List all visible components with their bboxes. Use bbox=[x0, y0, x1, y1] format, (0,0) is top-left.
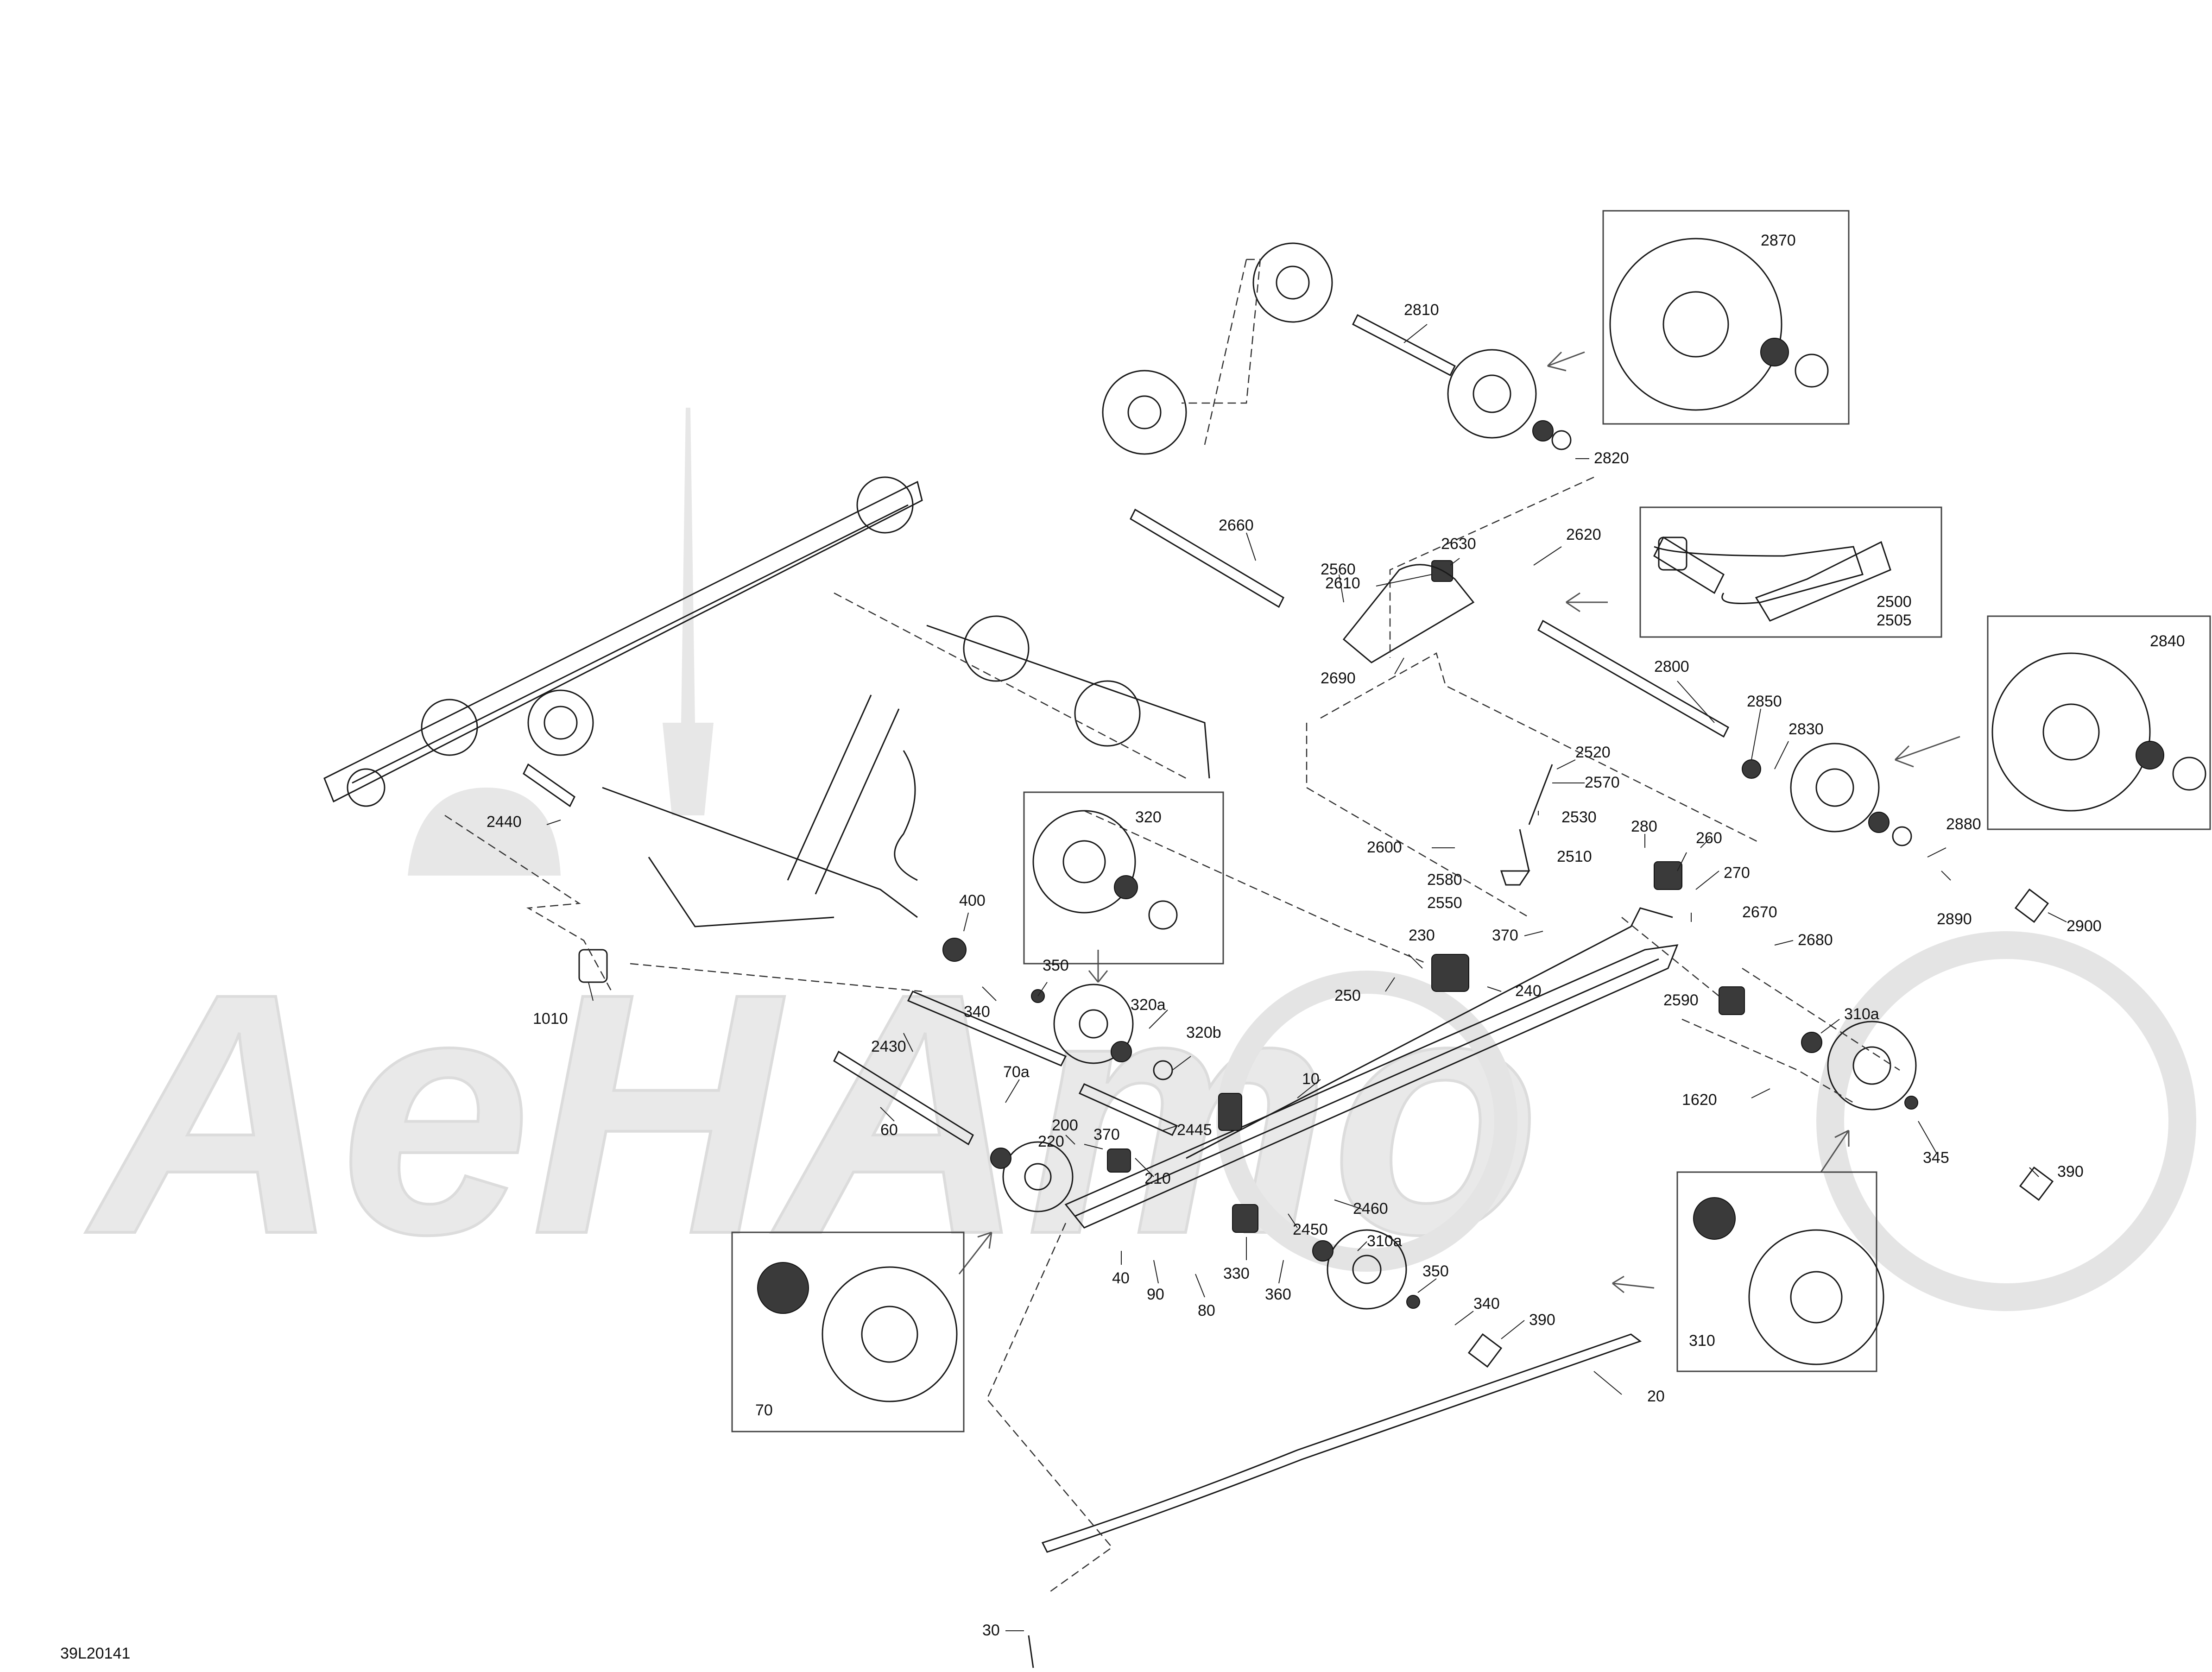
callout-280: 280 bbox=[1631, 818, 1657, 835]
callout-2560: 2560 bbox=[1321, 561, 1356, 578]
detail-box-2840 bbox=[1987, 615, 2211, 830]
assembly-lines bbox=[444, 259, 1900, 1595]
callout-210: 210 bbox=[1144, 1170, 1171, 1187]
callout-40: 40 bbox=[1112, 1269, 1130, 1287]
callout-2840: 2840 bbox=[2150, 632, 2185, 650]
callout-2680: 2680 bbox=[1798, 931, 1833, 949]
callout-2660: 2660 bbox=[1219, 517, 1254, 534]
callout-2620: 2620 bbox=[1566, 526, 1601, 543]
callout-345: 345 bbox=[1923, 1149, 1949, 1167]
callout-2900: 2900 bbox=[2067, 917, 2102, 935]
callout-390-right: 390 bbox=[2057, 1163, 2084, 1180]
callout-250: 250 bbox=[1334, 987, 1361, 1004]
leader-lines bbox=[546, 324, 2067, 1631]
callout-320b: 320b bbox=[1186, 1024, 1221, 1041]
callout-2800: 2800 bbox=[1654, 658, 1689, 675]
callout-350-upper: 350 bbox=[1043, 957, 1069, 974]
rail-frame-assembly bbox=[323, 476, 1210, 983]
wheels bbox=[942, 242, 1918, 1310]
callout-2440: 2440 bbox=[487, 813, 522, 831]
callout-2830: 2830 bbox=[1789, 720, 1824, 738]
callout-20: 20 bbox=[1647, 1388, 1665, 1405]
callout-310: 310 bbox=[1689, 1332, 1715, 1350]
callout-2690: 2690 bbox=[1321, 669, 1356, 687]
watermark: AeHAmo bbox=[81, 408, 2196, 1311]
callout-2530: 2530 bbox=[1561, 808, 1597, 826]
callout-260: 260 bbox=[1696, 829, 1722, 847]
callout-360: 360 bbox=[1265, 1286, 1291, 1303]
callout-1620: 1620 bbox=[1682, 1091, 1717, 1109]
callout-200: 200 bbox=[1052, 1117, 1078, 1134]
callout-2570: 2570 bbox=[1585, 774, 1620, 791]
callout-270: 270 bbox=[1724, 864, 1750, 882]
callout-2520: 2520 bbox=[1575, 744, 1611, 761]
callout-labels: 2870 2810 2820 2660 2630 2620 2560 2610 … bbox=[60, 232, 2185, 1662]
detail-box-310 bbox=[1676, 1171, 1877, 1372]
rail-10 bbox=[1064, 907, 1679, 1229]
callout-340-upper: 340 bbox=[964, 1003, 990, 1021]
watermark-text: AeHAmo bbox=[82, 922, 1541, 1305]
callout-240: 240 bbox=[1515, 982, 1542, 1000]
callout-2870: 2870 bbox=[1761, 232, 1796, 249]
callout-2820: 2820 bbox=[1594, 449, 1629, 467]
callout-1010: 1010 bbox=[533, 1010, 568, 1028]
callout-2630: 2630 bbox=[1441, 535, 1476, 553]
callout-370-lower: 370 bbox=[1093, 1126, 1120, 1143]
callout-2580: 2580 bbox=[1427, 871, 1462, 889]
callout-370-upper: 370 bbox=[1492, 927, 1518, 944]
callout-310a-center: 310a bbox=[1367, 1232, 1402, 1250]
callout-2505: 2505 bbox=[1877, 612, 1912, 629]
callout-2670: 2670 bbox=[1742, 903, 1777, 921]
detail-boxes bbox=[731, 210, 2211, 1432]
callout-90: 90 bbox=[1147, 1286, 1164, 1303]
hardware bbox=[1028, 536, 2054, 1668]
callout-2500: 2500 bbox=[1877, 593, 1912, 611]
callout-2550: 2550 bbox=[1427, 894, 1462, 912]
callout-30: 30 bbox=[982, 1622, 1000, 1639]
callout-320a: 320a bbox=[1131, 996, 1166, 1014]
callout-80: 80 bbox=[1198, 1302, 1215, 1319]
callout-310a-right: 310a bbox=[1844, 1005, 1879, 1023]
callout-2890: 2890 bbox=[1937, 910, 1972, 928]
callout-60: 60 bbox=[880, 1121, 898, 1139]
arrows bbox=[958, 351, 1960, 1293]
callout-2510: 2510 bbox=[1557, 848, 1592, 865]
slide-20 bbox=[1041, 1333, 1642, 1553]
callout-220: 220 bbox=[1038, 1133, 1064, 1150]
detail-box-320 bbox=[1023, 791, 1224, 965]
callout-2880: 2880 bbox=[1946, 815, 1981, 833]
callout-2590: 2590 bbox=[1663, 991, 1699, 1009]
callout-350-lower: 350 bbox=[1422, 1262, 1449, 1280]
detail-box-2870 bbox=[1602, 210, 1850, 425]
callout-2445: 2445 bbox=[1177, 1121, 1212, 1139]
diagram-code: 39L20141 bbox=[60, 1645, 130, 1662]
callout-2600: 2600 bbox=[1367, 839, 1402, 856]
callout-340-lower: 340 bbox=[1473, 1295, 1500, 1312]
callout-10: 10 bbox=[1302, 1070, 1320, 1088]
callout-2810: 2810 bbox=[1404, 301, 1439, 319]
detail-box-2500 bbox=[1639, 506, 1942, 638]
callout-230: 230 bbox=[1409, 927, 1435, 944]
callout-2610: 2610 bbox=[1325, 574, 1360, 592]
callout-2450: 2450 bbox=[1293, 1221, 1328, 1238]
callout-2430: 2430 bbox=[871, 1038, 906, 1055]
callout-330: 330 bbox=[1223, 1265, 1250, 1282]
callout-320: 320 bbox=[1135, 808, 1162, 826]
callout-2460: 2460 bbox=[1353, 1200, 1388, 1218]
callout-70: 70 bbox=[755, 1401, 773, 1419]
callout-70a: 70a bbox=[1003, 1063, 1030, 1081]
callout-2850: 2850 bbox=[1747, 693, 1782, 710]
callout-390-lower: 390 bbox=[1529, 1311, 1555, 1329]
callout-400: 400 bbox=[959, 892, 986, 909]
detail-box-70 bbox=[731, 1231, 965, 1432]
